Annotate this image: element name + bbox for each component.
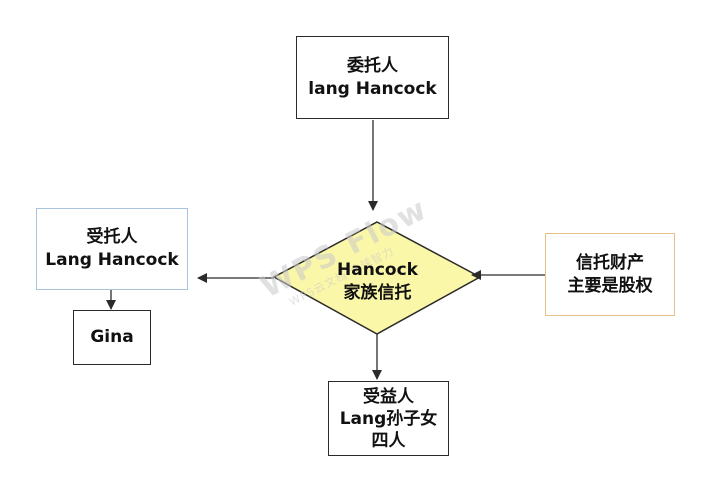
trust-name: Hancock: [337, 260, 418, 280]
assets-title: 信托财产: [576, 252, 644, 273]
beneficiary-role: 受益人: [363, 386, 414, 407]
settlor-name: lang Hancock: [308, 78, 437, 99]
gina-node: Gina: [73, 310, 151, 365]
beneficiary-who: Lang孙子女: [339, 408, 438, 429]
trustee-node: 受托人 Lang Hancock: [36, 208, 188, 290]
trustee-name: Lang Hancock: [45, 250, 179, 270]
beneficiary-node: 受益人 Lang孙子女 四人: [328, 381, 449, 456]
settlor-node: 委托人 lang Hancock: [296, 36, 449, 119]
trustee-role: 受托人: [86, 227, 138, 247]
trust-label: Hancock 家族信托: [310, 256, 445, 308]
gina-label: Gina: [90, 327, 134, 347]
beneficiary-count: 四人: [371, 430, 406, 451]
trust-type: 家族信托: [343, 283, 412, 303]
settlor-role: 委托人: [347, 55, 398, 76]
assets-detail: 主要是股权: [567, 275, 653, 296]
trust-assets-node: 信托财产 主要是股权: [545, 233, 675, 316]
